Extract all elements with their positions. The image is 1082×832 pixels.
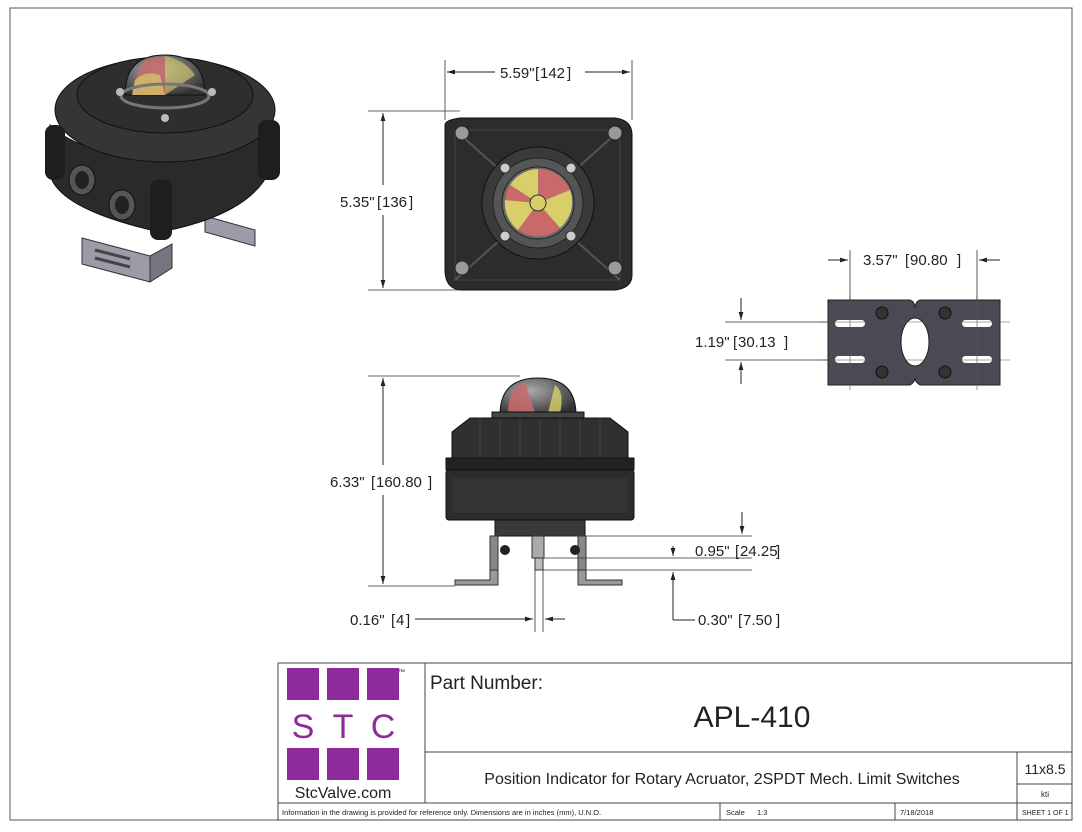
logo-letter-t: T bbox=[333, 708, 354, 746]
dim-bracket-slot-mm: 30.13 bbox=[738, 334, 776, 351]
dim-shaft-height-inch: 0.95" bbox=[695, 543, 730, 560]
svg-text:[: [ bbox=[371, 474, 376, 491]
svg-text:]: ] bbox=[776, 543, 780, 560]
dim-height-top-mm: 136 bbox=[382, 194, 407, 211]
drawing-date: 7/18/2018 bbox=[900, 808, 933, 817]
logo-trademark: ™ bbox=[398, 669, 405, 676]
svg-text:]: ] bbox=[409, 194, 413, 211]
footnote: Information in the drawing is provided f… bbox=[282, 808, 601, 817]
dim-overall-height-inch: 6.33" bbox=[330, 474, 365, 491]
svg-text:]: ] bbox=[428, 474, 432, 491]
part-description: Position Indicator for Rotary Acruator, … bbox=[484, 771, 959, 788]
isometric-view bbox=[45, 54, 280, 283]
svg-text:]: ] bbox=[776, 612, 780, 629]
svg-text:[: [ bbox=[535, 65, 540, 82]
part-number: APL-410 bbox=[694, 701, 811, 734]
dim-width-top-mm: 142 bbox=[540, 65, 565, 82]
dim-height-top-inch: 5.35" bbox=[340, 194, 375, 211]
svg-text:[: [ bbox=[735, 543, 740, 560]
scale-value: 1:3 bbox=[757, 808, 767, 817]
part-number-label: Part Number: bbox=[430, 673, 543, 694]
title-block: S T C ™ StcValve.com Part Number: APL-41… bbox=[277, 662, 1073, 821]
dim-bracket-slot: 1.19" 30.13 [ ] bbox=[695, 298, 828, 384]
dim-bracket-slot-inch: 1.19" bbox=[695, 334, 730, 351]
svg-text:[: [ bbox=[377, 194, 382, 211]
dim-width-top: 5.59" 142 [ ] bbox=[444, 60, 633, 120]
dim-overall-height: 6.33" 160.80 [ ] bbox=[330, 375, 520, 587]
dim-shaft-width: 0.16" 4 [ ] bbox=[350, 570, 565, 632]
dim-shaft-width-mm: 4 bbox=[396, 612, 404, 629]
logo-letter-c: C bbox=[371, 708, 396, 746]
dim-overall-height-mm: 160.80 bbox=[376, 474, 422, 491]
svg-text:]: ] bbox=[567, 65, 571, 82]
stc-logo: S T C ™ StcValve.com bbox=[287, 668, 405, 802]
bracket-view bbox=[820, 295, 1010, 390]
dim-shaft-flat-mm: 7.50 bbox=[743, 612, 772, 629]
dim-width-top-inch: 5.59" bbox=[500, 65, 535, 82]
dim-shaft-height-mm: 24.25 bbox=[740, 543, 778, 560]
svg-text:[: [ bbox=[738, 612, 743, 629]
dim-shaft-flat-inch: 0.30" bbox=[698, 612, 733, 629]
revision: kti bbox=[1041, 790, 1049, 799]
dim-shaft-height: 0.95" 24.25 [ ] bbox=[543, 512, 780, 590]
dim-shaft-flat: 0.30" 7.50 [ ] bbox=[672, 590, 780, 629]
front-view bbox=[445, 377, 635, 586]
sheet-number: SHEET 1 OF 1 bbox=[1022, 810, 1069, 817]
logo-site: StcValve.com bbox=[295, 785, 392, 802]
dim-bracket-width-inch: 3.57" bbox=[863, 252, 898, 269]
svg-text:[: [ bbox=[905, 252, 910, 269]
scale-label: Scale bbox=[726, 808, 745, 817]
dim-bracket-width: 3.57" 90.80 [ ] bbox=[828, 250, 1000, 300]
svg-text:]: ] bbox=[957, 252, 961, 269]
top-view bbox=[444, 117, 633, 291]
sheet-size: 11x8.5 bbox=[1025, 761, 1066, 777]
svg-text:]: ] bbox=[784, 334, 788, 351]
dim-height-top: 5.35" 136 [ ] bbox=[340, 110, 460, 291]
svg-text:]: ] bbox=[406, 612, 410, 629]
svg-text:[: [ bbox=[391, 612, 396, 629]
dim-bracket-width-mm: 90.80 bbox=[910, 252, 948, 269]
svg-text:[: [ bbox=[733, 334, 738, 351]
dim-shaft-width-inch: 0.16" bbox=[350, 612, 385, 629]
logo-letter-s: S bbox=[292, 708, 315, 746]
